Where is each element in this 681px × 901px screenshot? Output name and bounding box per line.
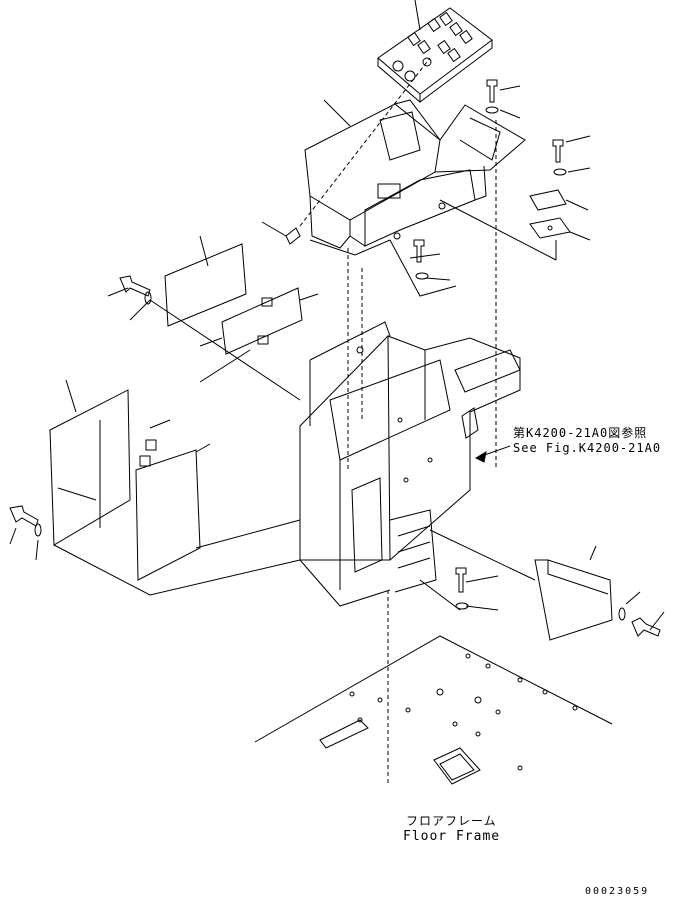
reference-label-jp: 第K4200-21A0図参照 bbox=[513, 426, 648, 440]
large-left-cover bbox=[49, 389, 201, 581]
drawing-number: 00023059 bbox=[585, 886, 650, 897]
right-bracket bbox=[534, 559, 613, 641]
floor-frame-label-jp: フロアフレーム bbox=[406, 814, 497, 828]
reference-label-en: See Fig.K4200-21A0 bbox=[513, 441, 662, 455]
switch-panel bbox=[377, 7, 493, 104]
side-panel bbox=[164, 243, 303, 355]
upper-console-cover bbox=[304, 99, 526, 256]
fasteners bbox=[9, 79, 661, 637]
console-frame bbox=[299, 321, 521, 607]
floor-frame bbox=[254, 635, 613, 785]
leader-lines bbox=[9, 0, 665, 786]
floor-frame-label-en: Floor Frame bbox=[403, 829, 501, 844]
